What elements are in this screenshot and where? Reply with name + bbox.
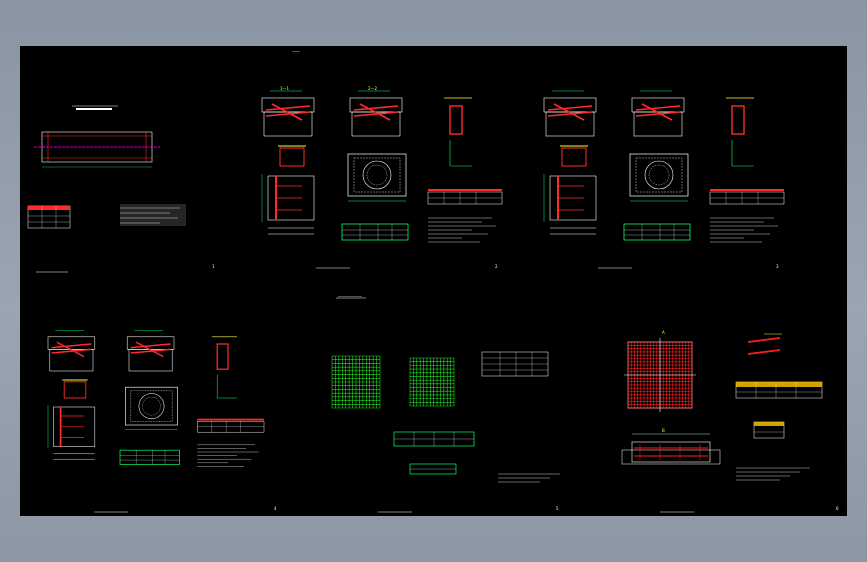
sheet-mid-label: —————— — [338, 294, 362, 299]
red-grid-elevation — [621, 433, 721, 465]
mesh-tables — [393, 351, 560, 483]
section-mark-2: 2—2 — [368, 86, 378, 91]
page-number-3: 3 — [776, 264, 779, 269]
mesh-plan-1 — [331, 355, 381, 409]
sheet-top-label: —— — [292, 49, 300, 54]
red-grid-plan — [624, 338, 696, 412]
section-mark-1: 1—1 — [280, 86, 290, 91]
captions — [36, 267, 694, 513]
cad-drawing — [27, 90, 823, 513]
page-number-4: 4 — [274, 506, 277, 511]
pier-cap-detail-3 — [47, 329, 265, 468]
mesh-plan-2 — [409, 357, 455, 407]
page-number-2: 2 — [495, 264, 498, 269]
red-grid-tables — [735, 333, 823, 481]
page-number-1: 1 — [212, 264, 215, 269]
section-mark-b: B — [662, 428, 665, 433]
section-mark-a: A — [662, 330, 665, 335]
page-number-5: 5 — [556, 506, 559, 511]
pier-cap-detail-1 — [261, 90, 503, 243]
pier-cap-detail-2 — [543, 90, 785, 243]
page-number-6: 6 — [836, 506, 839, 511]
drawing-sheet: —— —————— 1 2 3 4 5 6 1—1 2—2 A B — [20, 46, 847, 516]
beam-elevation — [27, 105, 186, 229]
